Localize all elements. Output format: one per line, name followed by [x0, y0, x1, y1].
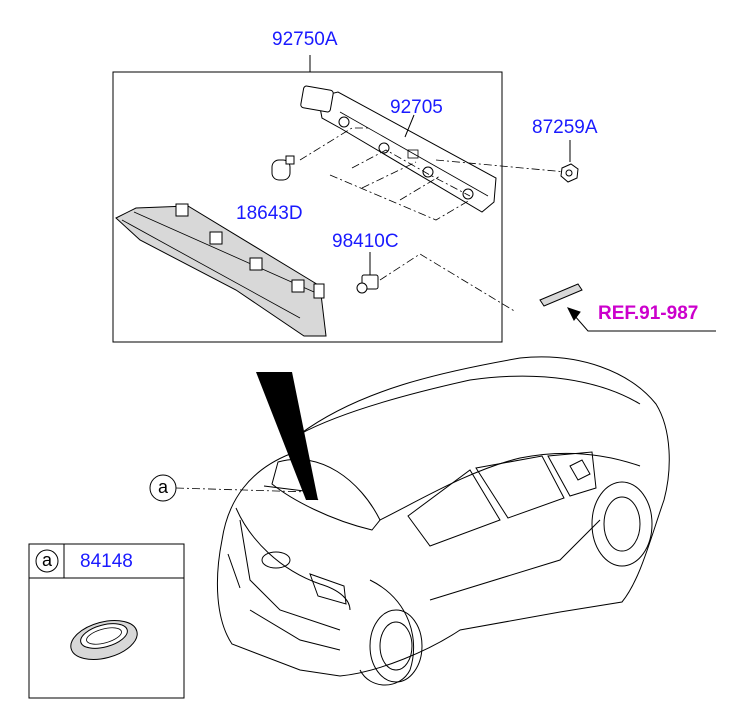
pointer-arrow [256, 372, 318, 500]
label-84148[interactable]: 84148 [80, 551, 133, 572]
callout-leader [175, 487, 311, 493]
assembly-guides [299, 127, 370, 161]
stop-lamp-lens [115, 203, 327, 337]
car-drawing [216, 356, 670, 686]
lamp-housing-part [300, 85, 497, 213]
grommet-part [70, 620, 138, 660]
label-87259A[interactable]: 87259A [532, 117, 598, 138]
label-ref-91-987[interactable]: REF.91-987 [598, 303, 699, 324]
assembly-frame [112, 71, 503, 343]
nut-part [560, 163, 579, 183]
label-98410C[interactable]: 98410C [332, 231, 399, 252]
label-18643D[interactable]: 18643D [236, 203, 303, 224]
label-92750A[interactable]: 92750A [272, 29, 338, 50]
detail-box [28, 543, 185, 699]
socket-part [356, 274, 379, 294]
callout-a-label: a [157, 477, 168, 497]
label-92705[interactable]: 92705 [390, 97, 443, 118]
ref-arrow-line [573, 314, 716, 332]
housing-leader [404, 114, 415, 138]
callout-circle [149, 474, 177, 502]
bulb-part [271, 155, 295, 181]
detail-callout-a-label: a [41, 550, 52, 570]
wire-connector [539, 283, 583, 307]
